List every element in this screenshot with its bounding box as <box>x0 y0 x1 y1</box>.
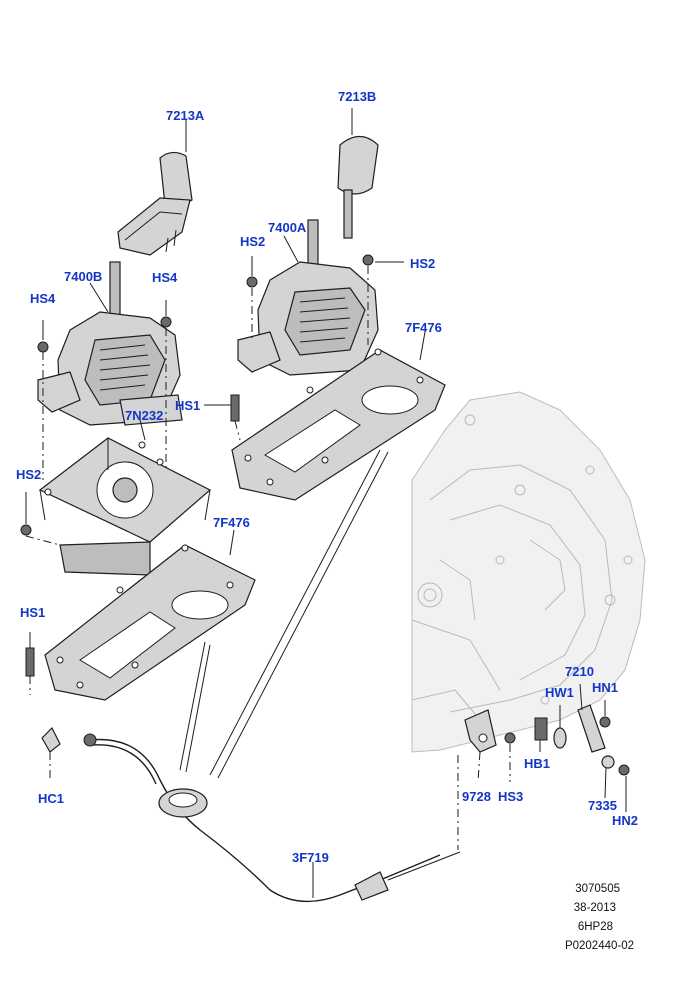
gear-knob-7213B <box>337 108 379 239</box>
lever-7210 <box>577 683 606 753</box>
callout-HS4-a: HS4 <box>152 270 178 285</box>
callout-HS2-c: HS2 <box>16 467 41 482</box>
callout-9728: 9728 <box>462 789 491 804</box>
reference-block: 3070505 38-2013 6HP28 P0202440-02 <box>565 883 634 952</box>
gear-knob-7213A <box>117 151 193 256</box>
callout-leaders <box>89 120 426 898</box>
washer-HW1 <box>553 705 567 749</box>
reference-code: 3070505 <box>575 883 620 895</box>
callout-labels: 7213A 7213B HS2 7400A HS2 7400B HS4 HS4 … <box>16 89 638 865</box>
screw-hs2-right <box>362 254 404 266</box>
screw-HS3 <box>504 732 516 782</box>
callout-HS2-b: HS2 <box>410 256 435 271</box>
selector-housing-7400B <box>37 261 183 426</box>
alignment-lines-left <box>25 328 167 695</box>
screw-hs4-left <box>160 300 172 328</box>
callout-HS1-b: HS1 <box>20 605 45 620</box>
shift-cable-3F719 <box>83 449 461 903</box>
nut-HN2 <box>618 764 630 812</box>
callout-HS1-a: HS1 <box>175 398 200 413</box>
callout-7400A: 7400A <box>268 220 307 235</box>
callout-7F476-b: 7F476 <box>213 515 250 530</box>
screw-hs2-right-top <box>246 256 258 288</box>
gasket-plate-7F476-left <box>44 544 256 701</box>
callout-7F476-a: 7F476 <box>405 320 442 335</box>
callout-7335: 7335 <box>588 798 617 813</box>
transmission-housing <box>411 391 646 753</box>
callout-HW1: HW1 <box>545 685 574 700</box>
callout-7210: 7210 <box>565 664 594 679</box>
nut-HN1 <box>599 700 611 728</box>
alignment-lines-right <box>234 266 369 441</box>
bush-7335 <box>601 755 615 799</box>
callout-HN2: HN2 <box>612 813 638 828</box>
callout-HN1: HN1 <box>592 680 618 695</box>
reference-part-number: P0202440-02 <box>565 940 634 952</box>
selector-housing-7400A <box>237 219 379 376</box>
callout-7213B: 7213B <box>338 89 376 104</box>
callout-HC1: HC1 <box>38 791 64 806</box>
callout-7400B: 7400B <box>64 269 102 284</box>
callout-HS3: HS3 <box>498 789 523 804</box>
callout-7N232: 7N232 <box>125 408 163 423</box>
reference-model: 6HP28 <box>578 921 613 933</box>
gasket-plate-7F476-right <box>231 348 446 501</box>
screw-hs4-top-left <box>37 320 49 353</box>
bolt-HB1 <box>534 717 548 752</box>
bolt-hs1-left <box>25 632 35 677</box>
clip-HC1 <box>41 726 61 782</box>
callout-HS4-b: HS4 <box>30 291 56 306</box>
callout-7213A: 7213A <box>166 108 205 123</box>
callout-HS2-a: HS2 <box>240 234 265 249</box>
callout-3F719: 3F719 <box>292 850 329 865</box>
reference-date: 38-2013 <box>574 902 616 914</box>
screw-hs2-left <box>20 492 32 536</box>
callout-HB1: HB1 <box>524 756 550 771</box>
bracket-9728 <box>457 709 497 850</box>
bolt-hs1-right <box>204 394 240 422</box>
